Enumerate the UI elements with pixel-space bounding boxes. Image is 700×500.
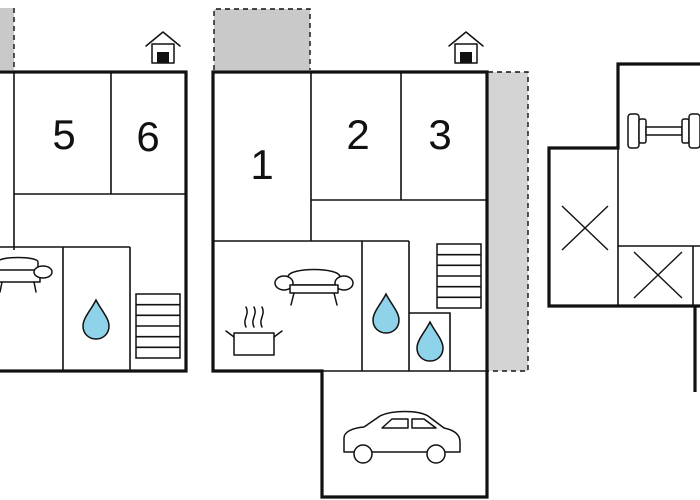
stairs-icon: [436, 243, 482, 309]
room-number-2: 2: [346, 111, 369, 158]
cross-mark-icon: [633, 251, 683, 299]
house-entrance-icon: [145, 31, 181, 64]
cross-mark-icon: [561, 205, 609, 251]
left-floor-plan: 5 6: [0, 8, 188, 373]
house-entrance-icon: [448, 31, 484, 64]
terrace-area: [488, 72, 528, 371]
terrace-area: [0, 8, 14, 70]
sofa-icon: [274, 268, 354, 306]
room-number-1: 1: [250, 141, 273, 188]
car-icon: [343, 410, 461, 464]
sofa-icon: [0, 256, 53, 293]
terrace-area: [214, 9, 310, 70]
right-floor-plan: [547, 62, 700, 392]
water-drop-icon: [416, 321, 444, 362]
stairs-icon: [135, 293, 181, 359]
water-drop-icon: [372, 293, 400, 334]
water-drop-icon: [82, 299, 110, 340]
room-number-3: 3: [428, 111, 451, 158]
room-number-6: 6: [136, 113, 159, 160]
cooking-pot-icon: [225, 306, 283, 356]
room-number-5: 5: [52, 111, 75, 158]
middle-floor-plan: 1 2 3: [211, 8, 529, 499]
dumbbell-icon: [627, 113, 700, 149]
